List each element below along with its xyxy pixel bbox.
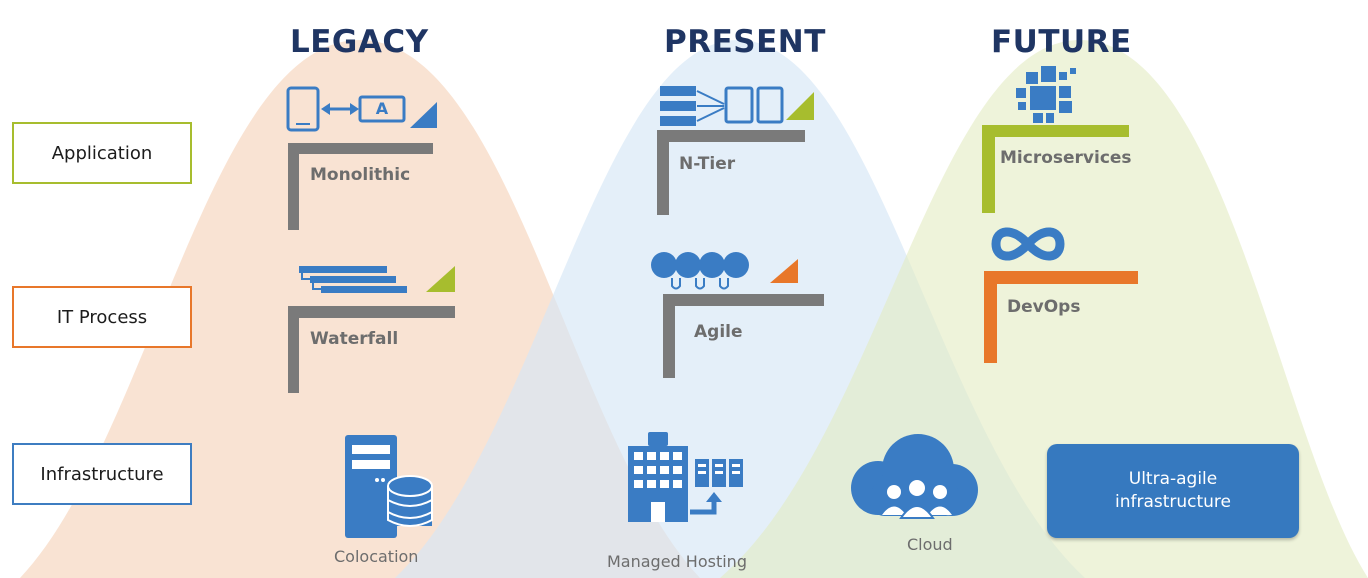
label-devops: DevOps [1007, 297, 1081, 317]
future-curve [720, 40, 1368, 578]
n-tier-icon [660, 86, 814, 126]
ultra-agile-infrastructure-box: Ultra-agile infrastructure [1047, 444, 1299, 538]
label-microservices: Microservices [1000, 148, 1132, 168]
monolithic-bracket [288, 143, 433, 230]
app-letter: A [375, 99, 389, 118]
label-n-tier: N-Tier [679, 154, 736, 174]
waterfall-bracket [288, 306, 455, 393]
agile-bracket [663, 294, 824, 378]
colocation-server-icon [345, 435, 433, 538]
infinity-icon [991, 227, 1065, 261]
era-title-present: PRESENT [664, 24, 826, 60]
row-label-application: Application [12, 122, 192, 184]
label-agile: Agile [694, 322, 743, 342]
devops-bracket [984, 271, 1138, 363]
agile-icon [651, 252, 798, 290]
microservices-icon [1016, 66, 1076, 123]
era-title-legacy: LEGACY [290, 24, 429, 60]
microservices-bracket [982, 125, 1129, 213]
row-label-infrastructure: Infrastructure [12, 443, 192, 505]
label-cloud: Cloud [907, 535, 953, 554]
era-title-future: FUTURE [991, 24, 1132, 60]
label-colocation: Colocation [334, 547, 419, 566]
cloud-icon [851, 434, 978, 519]
label-managed-hosting: Managed Hosting [607, 552, 747, 571]
ultra-agile-label: Ultra-agile infrastructure [1114, 469, 1232, 512]
row-label-it-process: IT Process [12, 286, 192, 348]
managed-hosting-icon [628, 432, 743, 522]
waterfall-icon [299, 266, 455, 293]
label-monolithic: Monolithic [310, 165, 411, 185]
monolithic-icon [286, 86, 437, 132]
n-tier-bracket [657, 130, 805, 215]
label-waterfall: Waterfall [310, 329, 399, 349]
